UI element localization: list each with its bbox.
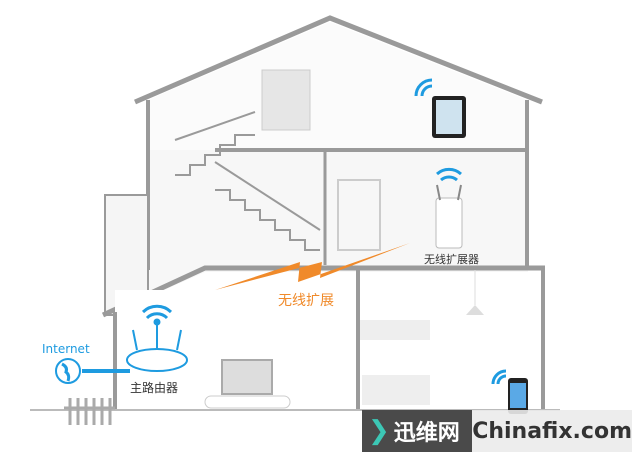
- sofa: [362, 375, 430, 405]
- wifi-icon: [491, 369, 507, 385]
- lamp: [466, 305, 484, 315]
- wireless-signal-bolt: [215, 243, 410, 290]
- router-icon: [126, 325, 188, 372]
- wifi-icon: [141, 304, 173, 326]
- shelf: [360, 320, 430, 340]
- fence: [64, 398, 115, 425]
- main-roof: [134, 15, 543, 105]
- chevron-icon: ❯: [368, 416, 390, 446]
- watermark-en: Chinafix.com: [472, 418, 632, 444]
- watermark-cn: 迅维网: [393, 421, 460, 446]
- extender-icon: [435, 197, 463, 249]
- main-router-label: 主路由器: [130, 381, 179, 395]
- tv: [221, 359, 273, 395]
- bookshelf: [337, 179, 381, 251]
- tv-stand: [204, 395, 291, 409]
- staircase: [174, 111, 321, 251]
- wifi-icon: [436, 167, 462, 182]
- extender-label: 无线扩展器: [424, 253, 479, 266]
- watermark: ❯迅维网 Chinafix.com: [362, 410, 632, 452]
- internet-label: Internet: [42, 342, 90, 356]
- wireless-extension-label: 无线扩展: [278, 293, 334, 309]
- wardrobe: [261, 69, 311, 131]
- wifi-icon: [414, 78, 433, 97]
